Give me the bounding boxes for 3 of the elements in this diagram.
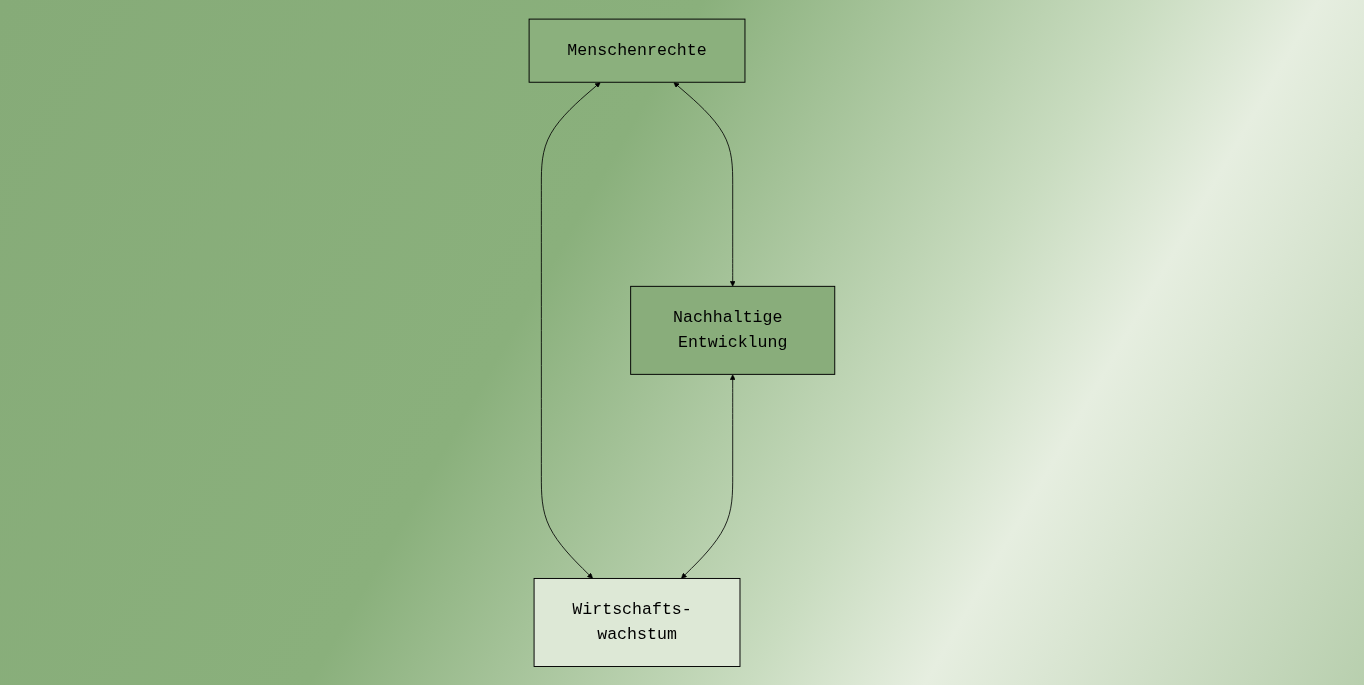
node-box: Menschenrechte: [528, 18, 746, 83]
node-box: Nachhaltige Entwicklung: [630, 285, 836, 375]
node-box: Wirtschafts- wachstum: [533, 577, 741, 667]
